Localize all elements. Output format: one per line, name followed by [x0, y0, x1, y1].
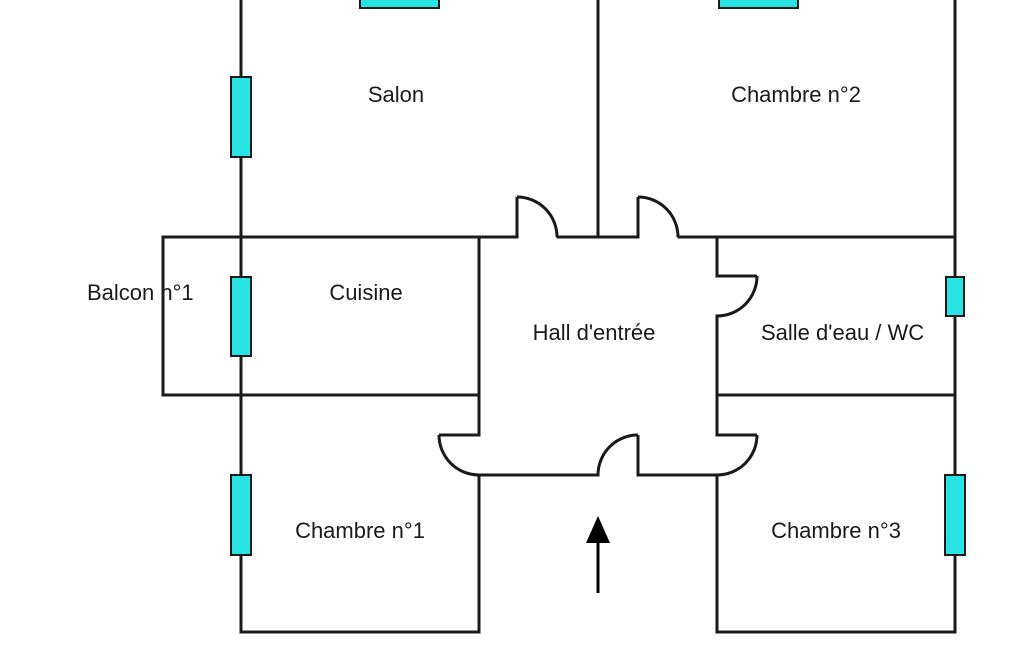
- doors: [437, 195, 759, 477]
- room-label-salon: Salon: [368, 82, 424, 107]
- room-label-chambre1: Chambre n°1: [295, 518, 425, 543]
- room-labels: Salon Chambre n°2 Balcon n°1 Cuisine Hal…: [87, 82, 924, 543]
- room-label-salle-eau: Salle d'eau / WC: [761, 320, 924, 345]
- window-chambre2-top: [718, 0, 799, 9]
- door-salle-eau: [716, 274, 759, 318]
- room-label-chambre2: Chambre n°2: [731, 82, 861, 107]
- window-chambre3-right: [944, 474, 966, 556]
- window-chambre1-left: [230, 474, 252, 556]
- windows: [230, 0, 966, 556]
- room-label-cuisine: Cuisine: [329, 280, 402, 305]
- window-cuisine-left: [230, 276, 252, 357]
- room-label-chambre3: Chambre n°3: [771, 518, 901, 543]
- door-entrance: [596, 433, 640, 476]
- window-salon-left: [230, 76, 252, 158]
- room-label-balcon1: Balcon n°1: [87, 280, 194, 305]
- window-salle-eau-right: [945, 276, 965, 317]
- window-salon-top: [359, 0, 440, 9]
- walls: [161, 0, 957, 634]
- room-label-hall: Hall d'entrée: [533, 320, 656, 345]
- door-chambre2: [636, 195, 680, 238]
- door-chambre1: [437, 433, 480, 477]
- arrow-up-icon: [586, 516, 610, 593]
- door-salon: [515, 195, 559, 238]
- door-chambre3: [716, 433, 759, 477]
